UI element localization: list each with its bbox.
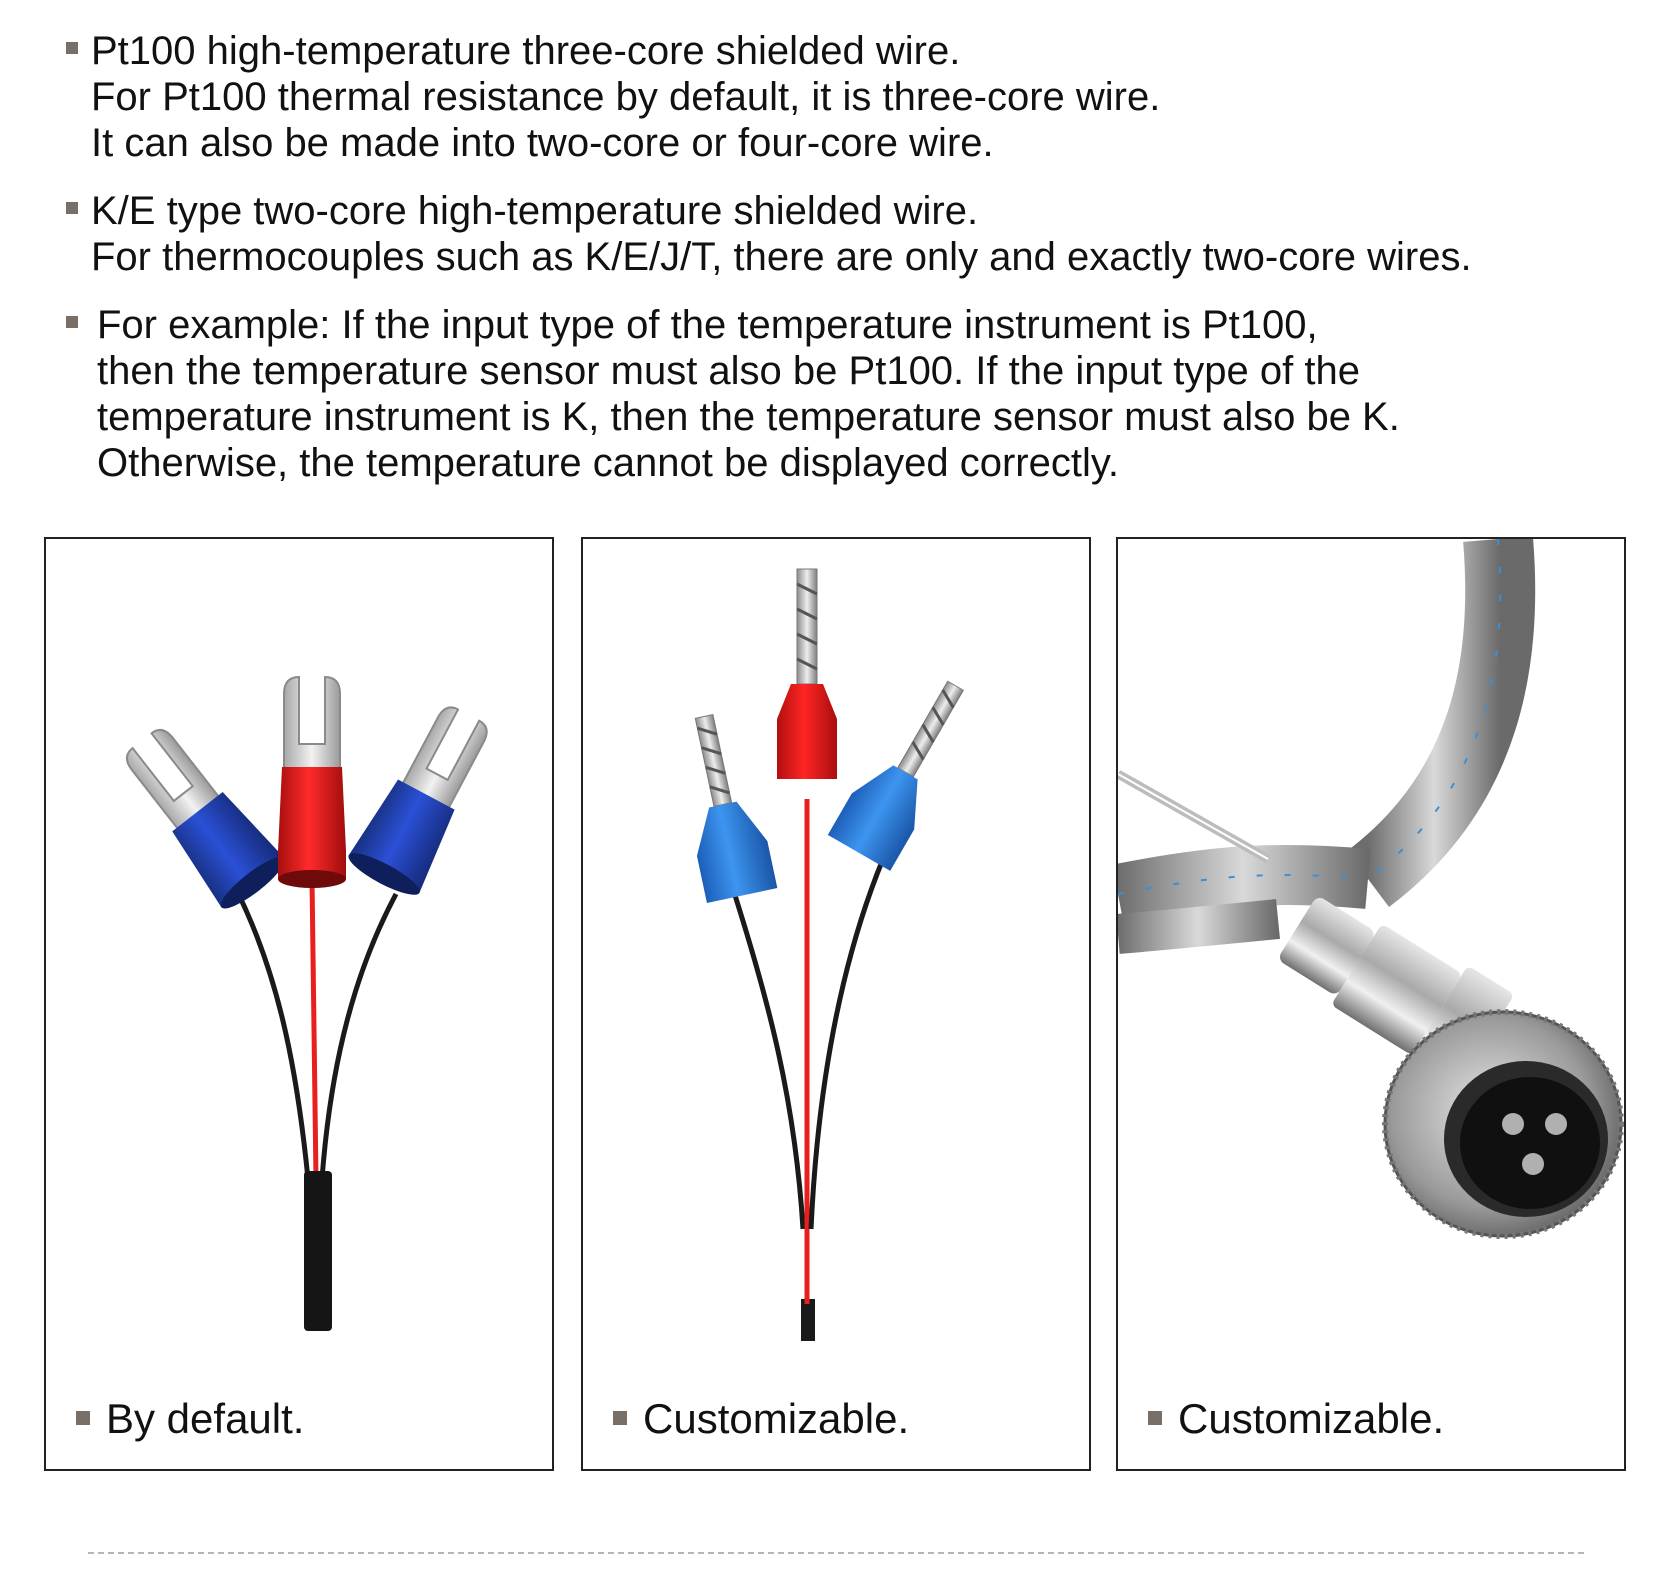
cable-sheath <box>801 1299 815 1341</box>
ferrule-middle <box>777 568 837 779</box>
bullet-square-icon <box>66 316 78 328</box>
panel-caption: Customizable. <box>613 1394 909 1444</box>
note-line: For thermocouples such as K/E/J/T, there… <box>91 235 1472 279</box>
ferrule-right <box>827 680 964 871</box>
note-line: Otherwise, the temperature cannot be dis… <box>97 441 1119 485</box>
panel-fork-terminals: By default. <box>44 537 554 1471</box>
note-line: For example: If the input type of the te… <box>97 303 1318 347</box>
note-thermocouple: K/E type two-core high-temperature shiel… <box>62 188 1642 280</box>
ferrule-left <box>694 714 778 903</box>
fork-terminal-middle <box>278 675 346 888</box>
dashed-divider <box>88 1552 1584 1554</box>
note-line: then the temperature sensor must also be… <box>97 349 1360 393</box>
cable-sheath <box>304 1171 332 1331</box>
note-pt100: Pt100 high-temperature three-core shield… <box>62 28 1642 166</box>
panel-caption: Customizable. <box>1148 1394 1444 1444</box>
panel-caption: By default. <box>76 1394 304 1444</box>
bullet-square-icon <box>66 202 78 214</box>
note-line: For Pt100 thermal resistance by default,… <box>91 75 1161 119</box>
note-line: temperature instrument is K, then the te… <box>97 395 1400 439</box>
pin-hole <box>1522 1153 1544 1175</box>
bullet-square-icon <box>66 42 78 54</box>
panel-aviation-connector: Customizable. <box>1116 537 1626 1471</box>
ferrule-terminal-wires-illustration <box>694 568 964 1341</box>
panel-ferrule-terminals: Customizable. <box>581 537 1091 1471</box>
note-line: It can also be made into two-core or fou… <box>91 121 994 165</box>
caption-text: Customizable. <box>1178 1395 1445 1442</box>
caption-text: Customizable. <box>643 1395 910 1442</box>
fork-terminal-right <box>348 706 488 895</box>
bullet-square-icon <box>1148 1410 1162 1425</box>
note-line: K/E type two-core high-temperature shiel… <box>91 189 979 233</box>
pin-hole <box>1545 1113 1567 1135</box>
note-line: Pt100 high-temperature three-core shield… <box>91 29 961 73</box>
note-example: For example: If the input type of the te… <box>62 302 1642 486</box>
bullet-square-icon <box>613 1410 627 1425</box>
connector-face <box>1460 1077 1600 1209</box>
connector-nut <box>1382 1009 1624 1239</box>
spec-notes: Pt100 high-temperature three-core shield… <box>62 28 1642 508</box>
fork-terminal-wires-illustration <box>125 675 488 1331</box>
fork-terminal-left <box>125 728 285 909</box>
caption-text: By default. <box>106 1395 305 1442</box>
pin-hole <box>1502 1113 1524 1135</box>
bullet-square-icon <box>76 1410 90 1425</box>
shielded-cable-connector-illustration <box>1118 539 1624 1239</box>
